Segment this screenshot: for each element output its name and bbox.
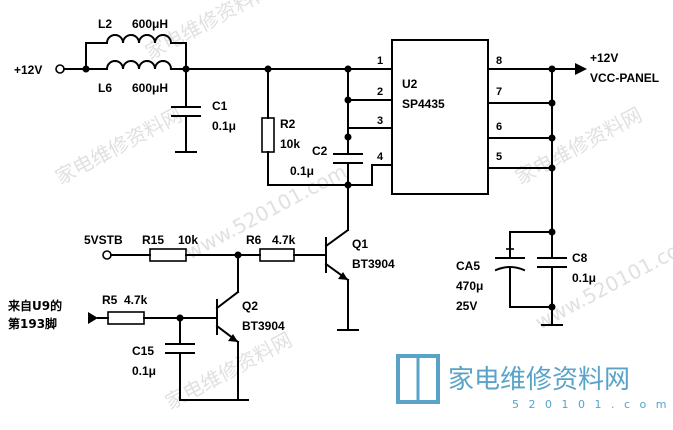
ca5-ref: CA5 (456, 259, 480, 273)
c8-ref: C8 (572, 251, 588, 265)
r5-value: 4.7k (124, 293, 148, 307)
input-arrow-icon (88, 312, 98, 324)
u2-pin-2: 2 (377, 86, 383, 98)
output-arrow-icon (575, 63, 587, 75)
transistor-q2 (215, 290, 240, 344)
c15-value: 0.1μ (132, 364, 156, 378)
standby-label: 5VSTB (84, 233, 123, 247)
resistor-r5 (107, 311, 145, 325)
r15-value: 10k (178, 233, 198, 247)
output-label: +12V (590, 51, 618, 65)
u2-pin-8: 8 (496, 55, 502, 67)
junction-pin8 (548, 65, 556, 73)
q1-part: BT3904 (352, 257, 395, 271)
u2-part: SP4435 (402, 97, 445, 111)
resistor-r6 (259, 248, 295, 262)
junction-pin5 (548, 164, 556, 172)
logo-text: 家电维修资料网 (448, 365, 630, 395)
r15-ref: R15 (142, 233, 164, 247)
ca5-voltage: 25V (456, 299, 477, 313)
junction-output-gnd (548, 303, 556, 311)
junction-pin6 (548, 134, 556, 142)
site-logo: 家电维修资料网 5 2 0 1 0 1 . c o m (396, 354, 669, 411)
r2-value: 10k (280, 137, 300, 151)
c1-value: 0.1μ (212, 119, 236, 133)
l2-ref: L2 (98, 17, 112, 31)
l2-value: 600μH (132, 17, 168, 31)
u2-ref: U2 (402, 77, 418, 91)
transistor-q1 (324, 228, 350, 282)
c2-value: 0.1μ (290, 164, 314, 178)
inductor-l6 (105, 60, 173, 71)
r5-ref: R5 (102, 293, 118, 307)
watermark-text-1: 家电维修资料网 (141, 0, 276, 64)
output-net: VCC-PANEL (590, 71, 659, 85)
watermark-text-2: 家电维修资料网 (51, 102, 186, 189)
watermark-text-3: 家电维修资料网 (511, 102, 646, 189)
source-label-line2: 第193脚 (8, 316, 57, 331)
u2-pin-4: 4 (377, 151, 384, 163)
q1-ref: Q1 (352, 237, 368, 251)
c15-ref: C15 (132, 344, 154, 358)
ic-u2 (391, 39, 489, 195)
q2-ref: Q2 (242, 299, 258, 313)
resistor-r2 (261, 117, 275, 153)
u2-pin-6: 6 (496, 121, 502, 133)
c8-value: 0.1μ (572, 271, 596, 285)
u2-pin-5: 5 (496, 151, 502, 163)
ca5-value: 470μ (456, 279, 483, 293)
logo-url: 5 2 0 1 0 1 . c o m (512, 398, 669, 411)
l6-ref: L6 (98, 81, 112, 95)
inductor-l2 (105, 34, 173, 45)
l6-value: 600μH (132, 81, 168, 95)
standby-terminal (102, 250, 112, 260)
q2-part: BT3904 (242, 319, 285, 333)
input-label: +12V (14, 63, 42, 77)
c1-ref: C1 (212, 99, 228, 113)
r6-value: 4.7k (272, 233, 296, 247)
input-terminal (55, 64, 65, 74)
u2-pin-1: 1 (377, 55, 383, 67)
r6-ref: R6 (246, 233, 262, 247)
resistor-r15 (149, 248, 187, 262)
c2-ref: C2 (312, 144, 328, 158)
u2-pin-3: 3 (377, 115, 383, 127)
u2-pin-7: 7 (496, 86, 502, 98)
junction-pin7 (548, 99, 556, 107)
source-label-line1: 来自U9的 (7, 298, 62, 313)
r2-ref: R2 (280, 117, 296, 131)
